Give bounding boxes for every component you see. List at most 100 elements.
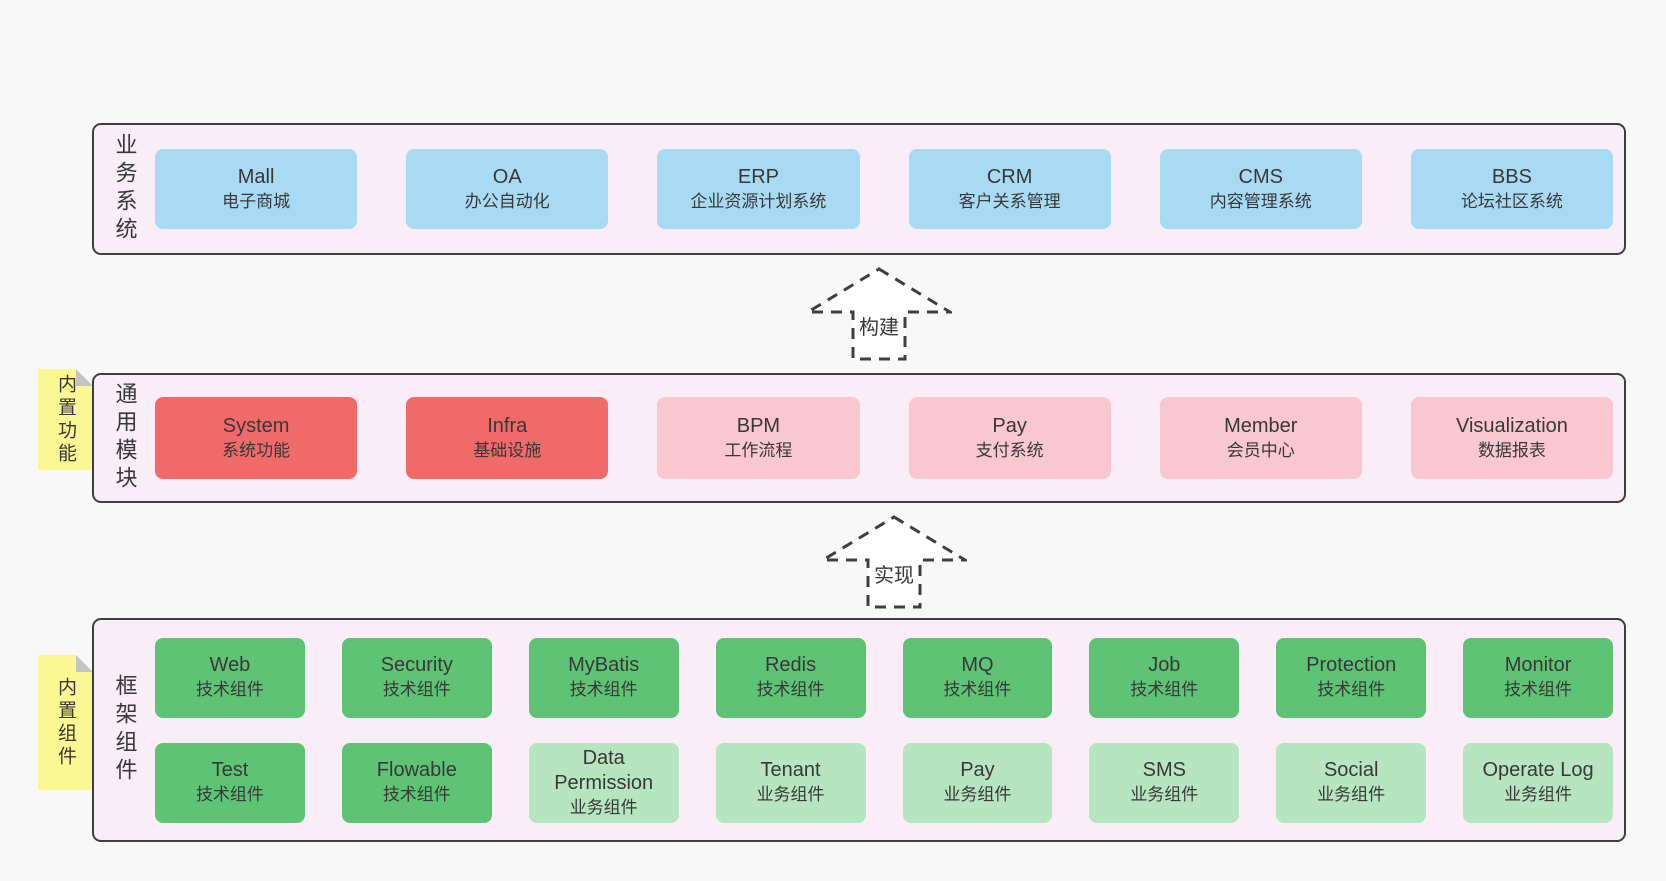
box-title: CMS — [1238, 165, 1283, 188]
box-title: SMS — [1142, 759, 1186, 781]
box-title: Security — [380, 654, 453, 676]
band-business-content: Mall 电子商城 OA 办公自动化 ERP 企业资源计划系统 CRM 客户关系… — [155, 125, 1624, 253]
box-oa: OA 办公自动化 — [406, 149, 609, 229]
box-subtitle: 基础设施 — [473, 440, 542, 460]
box-title: Monitor — [1504, 654, 1572, 676]
box-subtitle: 办公自动化 — [464, 191, 550, 211]
box-subtitle: 论坛社区系统 — [1460, 191, 1563, 211]
note-fold-corner-icon — [76, 655, 93, 672]
box-subtitle: 技术组件 — [943, 680, 1012, 699]
box-title: Operate Log — [1482, 759, 1594, 781]
box-mall: Mall 电子商城 — [155, 149, 358, 229]
box-member: Member 会员中心 — [1159, 397, 1362, 479]
framework-row-2: Test 技术组件 Flowable 技术组件 Data Permission … — [155, 742, 1613, 823]
box-title: Mall — [237, 165, 275, 188]
box-security: Security 技术组件 — [341, 637, 492, 718]
box-title: OA — [492, 165, 522, 188]
box-title: Visualization — [1455, 414, 1568, 437]
box-test: Test 技术组件 — [155, 742, 305, 823]
box-bpm: BPM 工作流程 — [657, 397, 860, 479]
note-fold-corner-icon — [76, 369, 93, 386]
box-subtitle: 技术组件 — [1130, 680, 1199, 699]
box-subtitle: 技术组件 — [569, 680, 638, 699]
band-label-text: 通用模块 — [112, 382, 138, 494]
box-data-permission: Data Permission 业务组件 — [528, 742, 679, 823]
box-title: Pay — [992, 414, 1027, 437]
box-redis: Redis 技术组件 — [715, 637, 866, 718]
box-title: Flowable — [376, 759, 457, 781]
box-title: BPM — [736, 414, 781, 437]
box-title: Redis — [764, 654, 817, 676]
note-label: 内置组件 — [55, 676, 76, 769]
box-bbs: BBS 论坛社区系统 — [1410, 149, 1614, 229]
box-title: Protection — [1306, 654, 1397, 676]
box-subtitle: 业务组件 — [569, 797, 638, 817]
box-web: Web 技术组件 — [155, 637, 305, 718]
box-title: ERP — [737, 165, 779, 188]
box-subtitle: 技术组件 — [756, 680, 825, 699]
box-sms: SMS 业务组件 — [1089, 742, 1240, 823]
box-title: BBS — [1491, 165, 1532, 188]
box-title: MQ — [961, 654, 994, 676]
box-title: Tenant — [760, 759, 821, 781]
arrow-build-label: 构建 — [859, 316, 899, 339]
box-subtitle: 电子商城 — [222, 191, 291, 211]
box-title: System — [222, 414, 290, 437]
box-subtitle: 工作流程 — [724, 440, 793, 460]
box-pay-component: Pay 业务组件 — [902, 742, 1053, 823]
box-subtitle: 业务组件 — [1317, 785, 1386, 804]
box-subtitle: 支付系统 — [975, 440, 1044, 460]
box-subtitle: 会员中心 — [1226, 440, 1295, 460]
box-tenant: Tenant 业务组件 — [715, 742, 866, 823]
box-subtitle: 技术组件 — [195, 785, 264, 804]
note-label: 内置功能 — [55, 373, 76, 466]
band-framework-content: Web 技术组件 Security 技术组件 MyBatis 技术组件 Redi… — [155, 620, 1624, 840]
build-up-arrow-icon: 构建 — [806, 267, 952, 361]
box-crm: CRM 客户关系管理 — [908, 149, 1111, 229]
box-subtitle: 业务组件 — [943, 785, 1012, 804]
arrow-implement-label: 实现 — [874, 564, 914, 587]
box-title: Test — [211, 759, 249, 781]
band-label-text: 业务系统 — [112, 133, 138, 245]
framework-row-1: Web 技术组件 Security 技术组件 MyBatis 技术组件 Redi… — [155, 637, 1613, 718]
band-framework-label: 框架组件 — [94, 620, 155, 840]
box-job: Job 技术组件 — [1089, 637, 1240, 718]
band-framework-components: 框架组件 Web 技术组件 Security 技术组件 MyBatis 技术组件… — [92, 618, 1626, 842]
box-protection: Protection 技术组件 — [1276, 637, 1427, 718]
box-flowable: Flowable 技术组件 — [341, 742, 492, 823]
box-title: Member — [1224, 414, 1298, 437]
band-modules-content: System 系统功能 Infra 基础设施 BPM 工作流程 Pay 支付系统… — [155, 375, 1624, 501]
box-subtitle: 内容管理系统 — [1209, 191, 1312, 211]
box-subtitle: 业务组件 — [1130, 785, 1199, 804]
box-operate-log: Operate Log 业务组件 — [1463, 742, 1613, 823]
box-visualization: Visualization 数据报表 — [1410, 397, 1614, 479]
box-cms: CMS 内容管理系统 — [1159, 149, 1362, 229]
box-subtitle: 业务组件 — [756, 785, 825, 804]
box-erp: ERP 企业资源计划系统 — [657, 149, 860, 229]
box-pay-module: Pay 支付系统 — [908, 397, 1111, 479]
implement-up-arrow-icon: 实现 — [821, 515, 967, 609]
box-title: Pay — [960, 759, 995, 781]
band-business-label: 业务系统 — [94, 125, 155, 253]
box-subtitle: 技术组件 — [1504, 680, 1573, 699]
box-title: CRM — [986, 165, 1033, 188]
box-subtitle: 客户关系管理 — [958, 191, 1061, 211]
band-common-modules: 通用模块 System 系统功能 Infra 基础设施 BPM 工作流程 Pay… — [92, 373, 1626, 503]
box-system: System 系统功能 — [155, 397, 358, 479]
box-title: Web — [209, 654, 251, 676]
box-subtitle: 数据报表 — [1477, 440, 1546, 460]
box-subtitle: 技术组件 — [382, 785, 451, 804]
box-subtitle: 业务组件 — [1504, 785, 1573, 804]
box-infra: Infra 基础设施 — [406, 397, 609, 479]
box-title: Data Permission — [554, 746, 654, 794]
box-subtitle: 企业资源计划系统 — [690, 191, 827, 211]
box-title: Social — [1323, 759, 1379, 781]
box-monitor: Monitor 技术组件 — [1463, 637, 1613, 718]
box-title: Infra — [487, 414, 528, 437]
box-subtitle: 系统功能 — [222, 440, 291, 460]
sticky-note-built-in-functions: 内置功能 — [38, 369, 93, 470]
box-mybatis: MyBatis 技术组件 — [528, 637, 679, 718]
band-business-systems: 业务系统 Mall 电子商城 OA 办公自动化 ERP 企业资源计划系统 CRM… — [92, 123, 1626, 255]
box-mq: MQ 技术组件 — [902, 637, 1053, 718]
